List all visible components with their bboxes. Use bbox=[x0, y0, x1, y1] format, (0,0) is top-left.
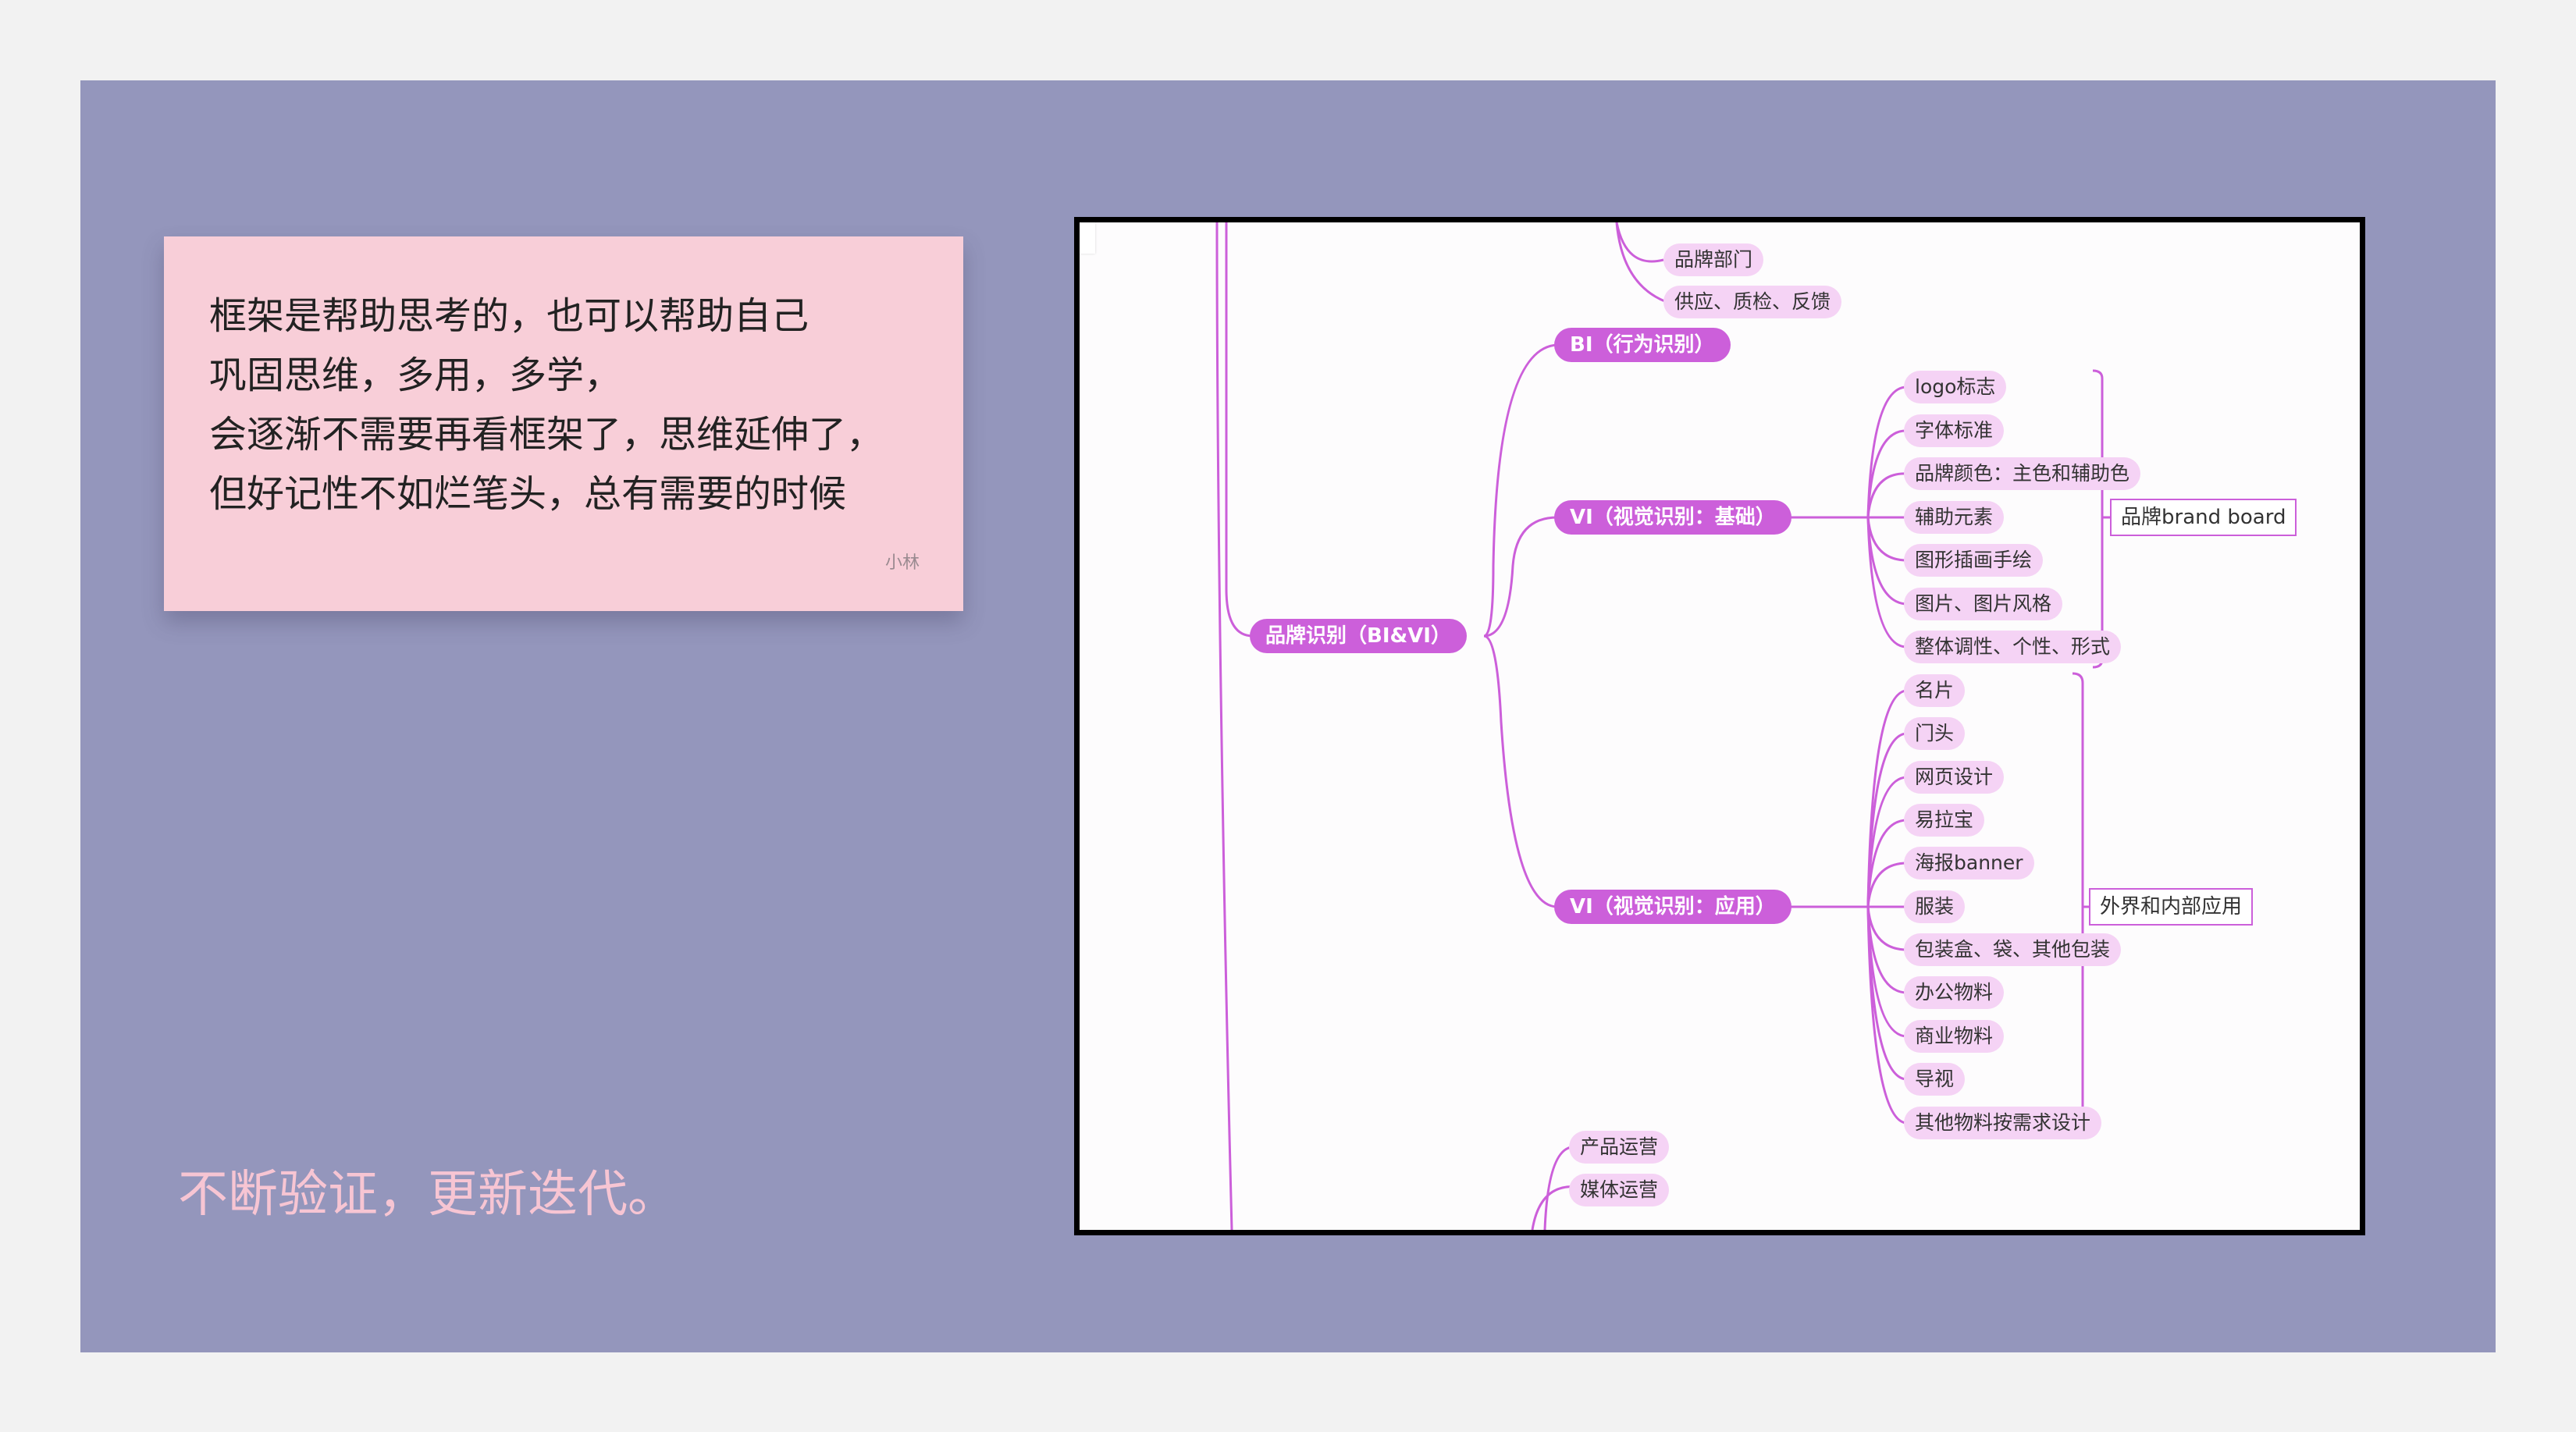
mindmap-screenshot: 品牌部门 供应、质检、反馈 品牌识别（BI&VI） BI（行为识别） VI（视觉… bbox=[1074, 217, 2365, 1235]
mindmap-node-vi-application[interactable]: VI（视觉识别：应用） bbox=[1554, 890, 1791, 924]
mindmap-node[interactable]: 名片 bbox=[1904, 674, 1966, 707]
mindmap-node-bi[interactable]: BI（行为识别） bbox=[1554, 328, 1731, 362]
mindmap-node[interactable]: 导视 bbox=[1904, 1063, 1966, 1096]
mindmap-node[interactable]: 字体标准 bbox=[1904, 414, 2005, 447]
mindmap-node[interactable]: 品牌部门 bbox=[1663, 243, 1764, 276]
mindmap-node[interactable]: 办公物料 bbox=[1904, 976, 2005, 1009]
tagline: 不断验证，更新迭代。 bbox=[178, 1166, 678, 1224]
mindmap-summary[interactable]: 外界和内部应用 bbox=[2089, 888, 2254, 926]
note-line: 框架是帮助思考的，也可以帮助自己 bbox=[209, 294, 809, 338]
mindmap-node[interactable]: 图形插画手绘 bbox=[1904, 544, 2044, 577]
slide: 框架是帮助思考的，也可以帮助自己 巩固思维，多用，多学， 会逐渐不需要再看框架了… bbox=[80, 80, 2496, 1352]
note-line: 但好记性不如烂笔头，总有需要的时候 bbox=[209, 472, 847, 516]
mindmap-node-brand-identity[interactable]: 品牌识别（BI&VI） bbox=[1250, 619, 1467, 653]
mindmap-connectors bbox=[1215, 222, 2110, 1230]
note-line: 会逐渐不需要再看框架了，思维延伸了， bbox=[209, 413, 884, 457]
mindmap-node[interactable]: 门头 bbox=[1904, 717, 1966, 750]
mindmap-node[interactable]: 商业物料 bbox=[1904, 1020, 2005, 1053]
mindmap-node[interactable]: 网页设计 bbox=[1904, 761, 2005, 794]
mindmap-node-vi-basic[interactable]: VI（视觉识别：基础） bbox=[1554, 500, 1791, 535]
mindmap-node[interactable]: 海报banner bbox=[1904, 847, 2034, 879]
mindmap-node[interactable]: 服装 bbox=[1904, 890, 1966, 923]
mindmap-node[interactable]: 媒体运营 bbox=[1569, 1174, 1670, 1206]
mindmap-node[interactable]: 产品运营 bbox=[1569, 1131, 1670, 1164]
sticky-note: 框架是帮助思考的，也可以帮助自己 巩固思维，多用，多学， 会逐渐不需要再看框架了… bbox=[164, 236, 963, 611]
note-line: 巩固思维，多用，多学， bbox=[209, 354, 622, 397]
mindmap-node[interactable]: 其他物料按需求设计 bbox=[1904, 1107, 2102, 1139]
mindmap-node[interactable]: 易拉宝 bbox=[1904, 804, 1985, 837]
mindmap-node[interactable]: logo标志 bbox=[1904, 371, 2007, 403]
screenshot-tab bbox=[1080, 222, 1095, 254]
mindmap-node[interactable]: 品牌颜色：主色和辅助色 bbox=[1904, 457, 2141, 490]
mindmap-node[interactable]: 图片、图片风格 bbox=[1904, 588, 2063, 620]
mindmap-node[interactable]: 辅助元素 bbox=[1904, 501, 2005, 534]
mindmap-node[interactable]: 整体调性、个性、形式 bbox=[1904, 631, 2122, 663]
mindmap-node[interactable]: 包装盒、袋、其他包装 bbox=[1904, 933, 2122, 966]
note-author: 小林 bbox=[884, 553, 920, 573]
mindmap-node[interactable]: 供应、质检、反馈 bbox=[1663, 286, 1842, 318]
mindmap-summary[interactable]: 品牌brand board bbox=[2110, 499, 2297, 536]
